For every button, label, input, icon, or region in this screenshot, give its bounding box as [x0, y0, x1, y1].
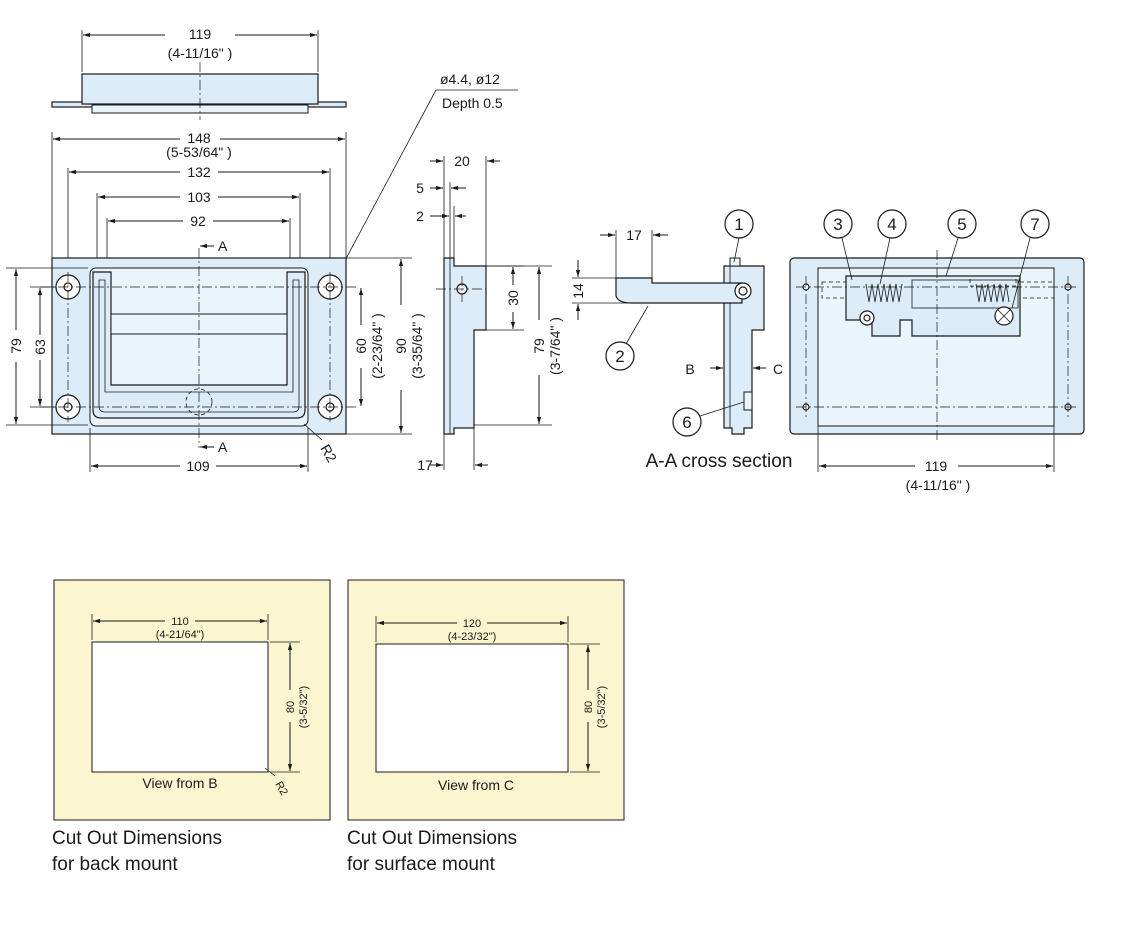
balloon-6: 6	[682, 413, 691, 432]
dim-132: 132	[187, 164, 211, 180]
cutout-back-height: 80	[285, 701, 297, 713]
section-dim-17: 17	[626, 227, 642, 243]
balloon-4: 4	[887, 215, 896, 234]
cutout-back-height-in: (3-5/32")	[298, 686, 310, 728]
cutout-back-width: 110	[171, 616, 189, 628]
cutout-surface-width-in: (4-23/32")	[448, 631, 497, 643]
cutout-surface-view-label: View from C	[438, 777, 514, 793]
top-width-in: (4-11/16" )	[168, 45, 233, 61]
dim-60: 60	[353, 338, 369, 354]
cutout-back-caption-line2: for back mount	[52, 854, 178, 875]
dim-79: 79	[8, 338, 24, 354]
section-dim-14: 14	[570, 283, 586, 299]
section-title: A-A cross section	[646, 451, 793, 472]
back-width-mm: 119	[925, 458, 948, 474]
side-dim-20: 20	[454, 153, 470, 169]
view-arrow-b: B	[685, 361, 694, 377]
dim-92: 92	[190, 213, 206, 229]
dim-109: 109	[186, 458, 210, 474]
side-dim-79: 79	[531, 338, 547, 354]
cutout-surface-caption-line1: Cut Out Dimensions	[347, 828, 518, 849]
dim-60-in: (2-23/64" )	[369, 313, 385, 379]
back-view: 3 4 5 7 119 (4-11/16" )	[789, 209, 1085, 493]
dim-63: 63	[32, 339, 48, 355]
cutout-back-mount: 110 (4-21/64") 80 (3-5/32") View from B …	[53, 579, 331, 821]
hole-note-line2: Depth 0.5	[442, 95, 503, 111]
balloon-2: 2	[615, 347, 624, 366]
dim-90-in: (3-35/64" )	[409, 313, 425, 379]
side-dim-2: 2	[416, 208, 424, 224]
cutout-surface-mount: 120 (4-23/32") 80 (3-5/32") View from C	[347, 579, 625, 821]
section-mark-bottom: A	[218, 439, 228, 455]
balloon-7: 7	[1030, 215, 1039, 234]
side-dim-79-in: (3-7/64" )	[547, 317, 563, 375]
balloon-3: 3	[833, 215, 842, 234]
section-mark-top: A	[218, 238, 228, 254]
cutout-back-view-label: View from B	[142, 775, 217, 791]
cutout-back-caption-line1: Cut Out Dimensions	[52, 828, 223, 849]
side-view: 20 5 2 30 79 (3-7/64" ) 17	[416, 153, 563, 473]
hole-note-line1: ø4.4, ø12	[440, 71, 500, 87]
cutout-surface-width: 120	[463, 618, 481, 630]
cutout-back-width-in: (4-21/64")	[156, 629, 205, 641]
back-width-in: (4-11/16" )	[906, 477, 971, 493]
dim-148: 148	[187, 130, 211, 146]
front-view: 148 (5-53/64" ) 132 103 92	[6, 130, 425, 474]
cutout-surface-height: 80	[583, 701, 595, 713]
side-dim-17: 17	[417, 457, 433, 473]
balloon-5: 5	[957, 215, 966, 234]
dim-103: 103	[187, 189, 211, 205]
dim-90: 90	[393, 338, 409, 354]
top-view: 119 (4-11/16" )	[51, 26, 347, 120]
hole-note: ø4.4, ø12 Depth 0.5	[332, 71, 518, 284]
side-dim-5: 5	[416, 180, 424, 196]
radius-r2: R2	[317, 442, 340, 466]
view-arrow-c: C	[773, 361, 783, 377]
cutout-back-caption: Cut Out Dimensions for back mount	[52, 826, 222, 878]
cutout-surface-height-in: (3-5/32")	[596, 686, 608, 728]
dim-148-in: (5-53/64" )	[166, 144, 232, 160]
balloon-1: 1	[734, 215, 743, 234]
cutout-surface-caption-line2: for surface mount	[347, 854, 495, 875]
top-width-mm: 119	[189, 26, 212, 42]
section-view: 17 14 B C 1 2 6 A-A cross section	[570, 209, 793, 472]
cutout-surface-caption: Cut Out Dimensions for surface mount	[347, 826, 517, 878]
side-dim-30: 30	[505, 290, 521, 306]
